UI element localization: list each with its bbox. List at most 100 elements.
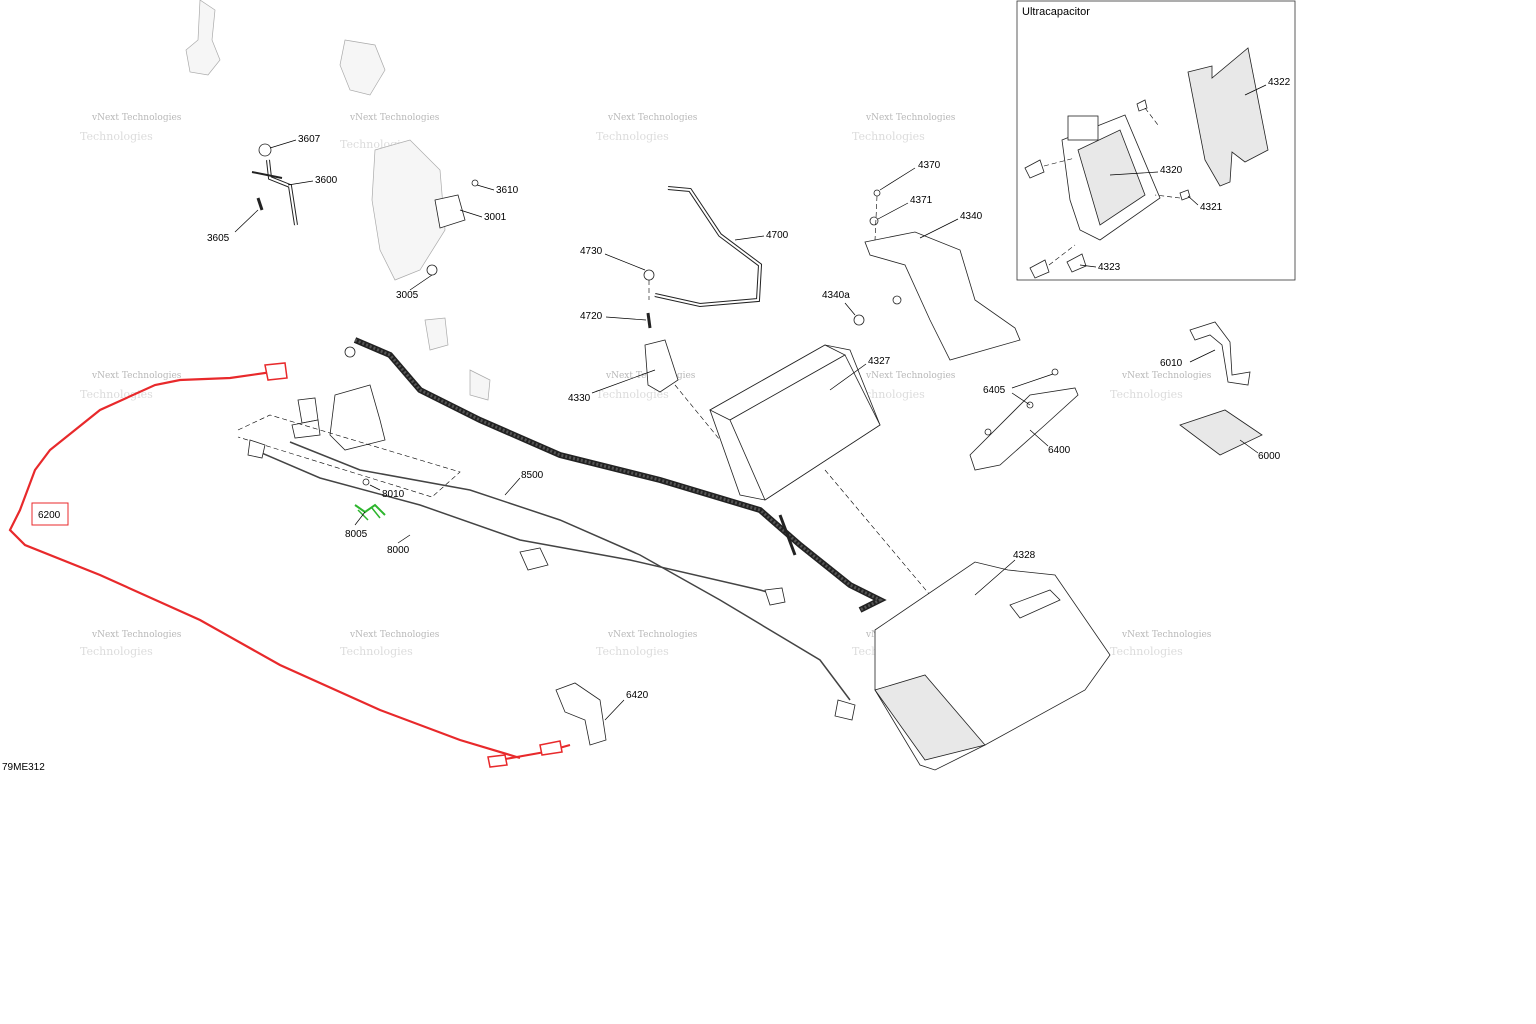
watermark: vNext Technologies (91, 371, 182, 381)
watermark: vNext Technologies (91, 113, 182, 123)
leader-4327 (829, 363, 867, 391)
part-4700-cable (654, 186, 763, 308)
part-6200-connector (487, 754, 508, 768)
part-starter-cable-lug (778, 514, 797, 556)
watermark-shadow: Technologies (596, 645, 669, 658)
part-6200-harness (8, 370, 521, 760)
label-6405: 6405 (983, 385, 1006, 396)
assembly-line (874, 195, 878, 241)
battery-group: 4327 (709, 344, 931, 596)
part-3607-nut (258, 143, 272, 157)
harness-6200-group: 6200 (8, 362, 571, 768)
part-4340a-nut (892, 295, 902, 305)
leader-6420 (604, 699, 625, 721)
part-6200-connector (539, 740, 563, 756)
watermark-shadow: Technologies (596, 388, 669, 401)
assembly-boundary (237, 414, 461, 498)
watermark-shadow: Technologies (852, 388, 925, 401)
part-8500-wire (249, 447, 779, 596)
assembly-line (1154, 194, 1181, 199)
leader-6405 (1011, 392, 1031, 406)
label-3005: 3005 (396, 290, 419, 301)
part-3005-nut (426, 264, 438, 276)
part-solenoid (329, 384, 386, 451)
leader-6405b (1011, 373, 1054, 389)
label-4328: 4328 (1013, 550, 1036, 561)
assembly-line (674, 384, 721, 441)
label-4323: 4323 (1098, 262, 1121, 273)
leader-4730 (604, 253, 646, 271)
part-3001-sensor (434, 194, 466, 229)
label-3607: 3607 (298, 134, 321, 145)
watermark-shadow: Technologies (80, 130, 153, 143)
part-8500-connector (247, 439, 266, 459)
part-3610-screw (471, 179, 479, 187)
label-4700: 4700 (766, 230, 789, 241)
part-6000-module (1179, 409, 1263, 456)
label-4321: 4321 (1200, 202, 1223, 213)
watermark: vNext Technologies (607, 630, 698, 640)
watermark: vNext Technologies (349, 630, 440, 640)
part-6405-rivet (1051, 368, 1059, 376)
watermark: vNext Technologies (349, 113, 440, 123)
part-8000-clip (519, 547, 549, 571)
watermark-shadow: Technologies (80, 388, 153, 401)
part-4370-screw (873, 189, 881, 197)
bracket-6400-group: 6405 6400 (969, 368, 1079, 471)
part-4327-face (729, 354, 881, 501)
label-4330: 4330 (568, 393, 591, 404)
leader-4700 (734, 235, 765, 241)
part-4323-stud (1024, 159, 1045, 179)
label-4320: 4320 (1160, 165, 1183, 176)
label-6000: 6000 (1258, 451, 1281, 462)
leader-4322 (1244, 84, 1267, 96)
label-4322: 4322 (1268, 77, 1291, 88)
leader-6400 (1029, 429, 1049, 447)
assembly-line (824, 469, 931, 596)
ultracapacitor-inset: Ultracapacitor 4322 4320 4321 4323 (1016, 0, 1296, 281)
battery-cable-group: 4700 4730 4720 4330 (568, 186, 789, 441)
part-6200-connector (264, 362, 288, 381)
leader-8005 (354, 511, 366, 526)
watermark: vNext Technologies (91, 630, 182, 640)
label-6400: 6400 (1048, 445, 1071, 456)
leader-3605 (234, 209, 259, 233)
label-4340: 4340 (960, 211, 983, 222)
part-4340a-nut (853, 314, 865, 326)
part-4323-stud (1029, 259, 1050, 279)
part-8005-clip-highlight (354, 503, 386, 516)
watermark-shadow: Technologies (852, 130, 925, 143)
watermark-shadow: Technologies (1110, 388, 1183, 401)
leader-3005 (409, 274, 433, 291)
part-4320-connector (1067, 115, 1099, 141)
part-6010-bracket (1189, 321, 1251, 386)
part-4322-shield (1187, 47, 1269, 187)
part-8000-end (834, 699, 856, 721)
leader-8500 (504, 477, 521, 496)
part-8500-end (764, 587, 786, 606)
leader-4340 (919, 218, 959, 239)
label-4730: 4730 (580, 246, 603, 257)
part-8010-screw (362, 478, 370, 486)
leader-3610 (476, 184, 495, 191)
leader-4320 (1109, 171, 1159, 176)
watermark-shadow: Technologies (1110, 645, 1183, 658)
watermark-shadow: Technologies (596, 130, 669, 143)
leader-4370 (879, 167, 916, 191)
label-4371: 4371 (910, 195, 933, 206)
leader-8000 (397, 534, 411, 544)
leader-4340a (844, 302, 856, 316)
label-8000: 8000 (387, 545, 410, 556)
sensor-group: 3610 3001 3005 (396, 179, 519, 301)
watermark-shadow: Technologies (80, 645, 153, 658)
label-3001: 3001 (484, 212, 507, 223)
assembly-line (1043, 157, 1076, 167)
label-4370: 4370 (918, 160, 941, 171)
watermark-shadow: Technologies (340, 645, 413, 658)
part-6405-rivet (984, 428, 992, 436)
part-4328-side (874, 674, 986, 761)
label-4327: 4327 (868, 356, 891, 367)
leader-6000 (1239, 439, 1259, 454)
leader-4371 (877, 202, 909, 220)
part-4328-tab (1009, 589, 1061, 619)
